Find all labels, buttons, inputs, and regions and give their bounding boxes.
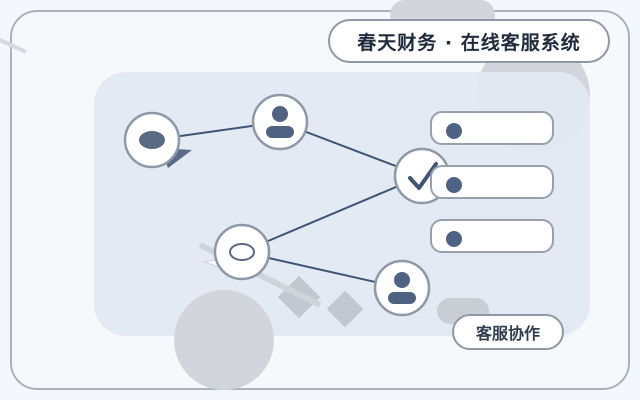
chat-bubble-node xyxy=(123,111,192,169)
user-node-bottom xyxy=(373,259,431,317)
decor-diamond-2 xyxy=(326,290,364,328)
list-item xyxy=(430,219,554,253)
chat-outline-node xyxy=(203,223,271,281)
chat-bubble-icon xyxy=(139,131,165,149)
user-icon xyxy=(388,272,416,304)
user-node-top xyxy=(251,93,309,151)
bullet-dot-icon xyxy=(446,177,462,193)
connector-3 xyxy=(241,175,423,253)
list-item xyxy=(430,111,554,145)
bullet-dot-icon xyxy=(446,231,462,247)
bullet-dot-icon xyxy=(446,123,462,139)
collaboration-badge: 客服协作 xyxy=(452,314,564,350)
page-title: 春天财务 · 在线客服系统 xyxy=(328,19,610,63)
list-item xyxy=(430,165,554,199)
chat-bubble-outline-icon xyxy=(229,243,255,261)
decor-circle-bottom xyxy=(174,290,274,390)
decor-stroke-left xyxy=(0,38,27,54)
user-icon xyxy=(266,106,294,138)
